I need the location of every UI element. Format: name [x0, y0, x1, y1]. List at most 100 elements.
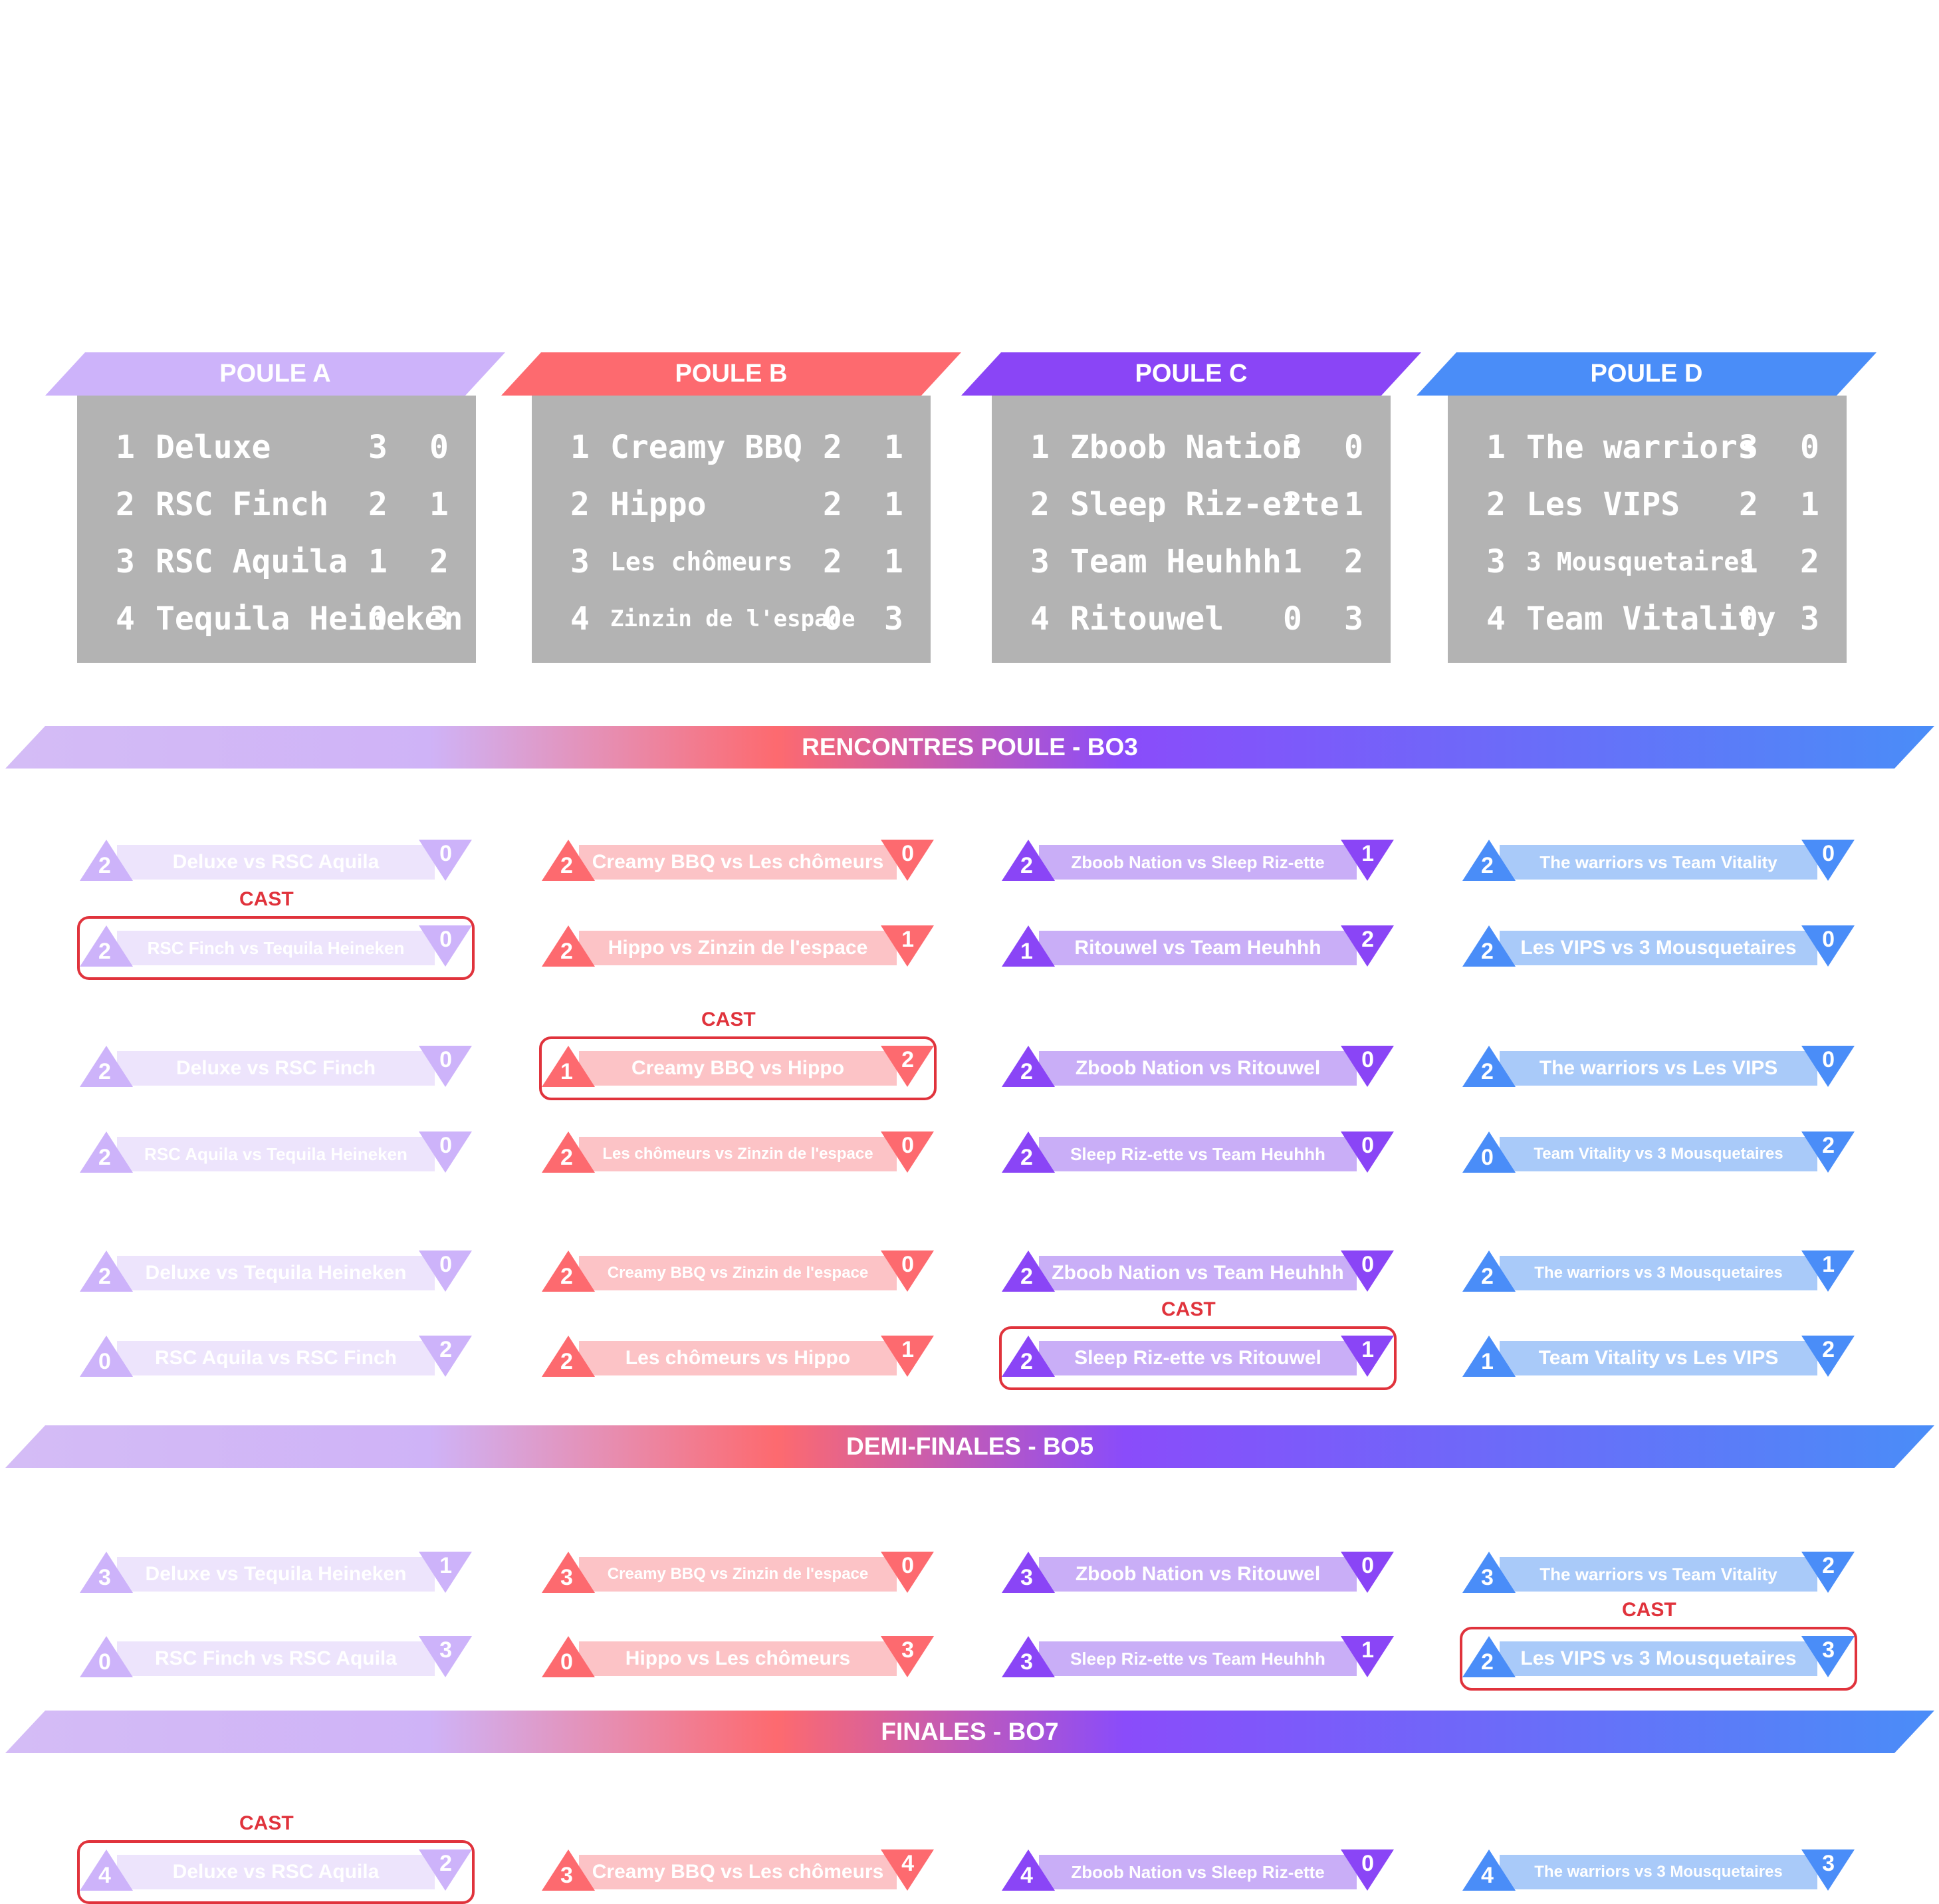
match-score-left: 1	[1481, 1349, 1494, 1374]
match-label: RSC Finch vs RSC Aquila	[155, 1647, 397, 1669]
standing-wins: 3	[1283, 429, 1302, 466]
match-score-left: 2	[1020, 1145, 1033, 1170]
match-label: The warriors vs Les VIPS	[1539, 1057, 1778, 1079]
standing-wins: 0	[823, 600, 842, 638]
standing-team: Les chômeurs	[610, 547, 793, 576]
cast-highlight-box	[999, 1326, 1397, 1390]
match-label: Creamy BBQ vs Les chômeurs	[592, 851, 884, 873]
match-bar	[117, 1855, 435, 1889]
standing-losses: 3	[1800, 600, 1819, 638]
match-bar	[117, 1137, 435, 1171]
match-score-right: 1	[1361, 841, 1374, 866]
standing-losses: 1	[1800, 486, 1819, 523]
match-score-right: 4	[901, 1851, 914, 1876]
cast-label: CAST	[239, 888, 294, 910]
match-label: Deluxe vs RSC Aquila	[172, 851, 380, 873]
match-label: Deluxe vs Tequila Heineken	[145, 1262, 407, 1284]
standing-losses: 1	[884, 429, 903, 466]
standing-team: Team Vitality	[1526, 600, 1776, 638]
match-score-right: 3	[439, 1637, 452, 1663]
standing-rank: 1	[116, 429, 135, 466]
match-score-right: 0	[901, 1553, 914, 1578]
match-label: Zboob Nation vs Sleep Riz-ette	[1071, 1861, 1325, 1882]
standing-team: Deluxe	[156, 429, 271, 466]
match-score-right: 0	[439, 1252, 452, 1277]
standing-team: Hippo	[610, 486, 707, 523]
match-bar	[579, 1051, 897, 1086]
match-bar	[117, 1341, 435, 1375]
standing-wins: 1	[1283, 543, 1302, 580]
match-label: Zboob Nation vs Ritouwel	[1075, 1563, 1321, 1585]
match-bar	[579, 1641, 897, 1676]
match-score-left: 3	[1481, 1565, 1494, 1590]
standing-rank: 3	[1486, 543, 1506, 580]
standing-wins: 3	[368, 429, 388, 466]
match-bar	[117, 1051, 435, 1086]
match-score-right: 0	[1361, 1047, 1374, 1072]
match-score-left: 4	[1481, 1863, 1494, 1888]
match-score-left: 4	[98, 1863, 111, 1888]
match-score-right: 2	[439, 1337, 452, 1362]
match-score-right: 2	[1822, 1337, 1835, 1362]
match-label: Sleep Riz-ette vs Ritouwel	[1074, 1347, 1321, 1369]
match-score-right: 1	[1361, 1337, 1374, 1362]
match-bar	[1500, 1641, 1817, 1676]
match-score-right: 2	[1822, 1553, 1835, 1578]
match-label: Zboob Nation vs Ritouwel	[1075, 1057, 1321, 1079]
match-bar	[1500, 1256, 1817, 1290]
standing-losses: 0	[1800, 429, 1819, 466]
match-score-right: 1	[901, 1337, 914, 1362]
standing-losses: 2	[1800, 543, 1819, 580]
match-score-right: 2	[1361, 927, 1374, 952]
match-score-left: 3	[1020, 1649, 1033, 1675]
match-bar	[117, 931, 435, 965]
pool-match: Zboob Nation vs Ritouwel 2 0	[1002, 1046, 1394, 1087]
match-label: Creamy BBQ vs Hippo	[631, 1057, 845, 1079]
match-label: RSC Aquila vs RSC Finch	[155, 1347, 397, 1369]
match-bar	[579, 845, 897, 880]
match-score-left: 2	[98, 853, 111, 878]
match-score-right: 2	[1822, 1133, 1835, 1158]
match-label: Creamy BBQ vs Zinzin de l'espace	[607, 1264, 869, 1282]
pool-header-d: POULE D	[1417, 352, 1877, 396]
standing-losses: 3	[1344, 600, 1363, 638]
match-score-right: 0	[1361, 1252, 1374, 1277]
match-score-left: 2	[1020, 1059, 1033, 1084]
match-label: Sleep Riz-ette vs Team Heuhhh	[1070, 1648, 1325, 1669]
match-label: Zboob Nation vs Team Heuhhh	[1052, 1262, 1344, 1284]
match-score-right: 1	[1822, 1252, 1835, 1277]
standing-losses: 2	[429, 543, 449, 580]
match-score-left: 2	[1481, 939, 1494, 964]
match-label: Team Vitality vs 3 Mousquetaires	[1534, 1145, 1783, 1163]
standing-team: Tequila Heineken	[156, 600, 463, 638]
match-score-left: 3	[560, 1565, 573, 1590]
match-bar	[1039, 1137, 1357, 1171]
match-bar	[1039, 1341, 1357, 1375]
standing-team: RSC Aquila	[156, 543, 348, 580]
match-score-right: 0	[901, 1252, 914, 1277]
standing-wins: 2	[1283, 486, 1302, 523]
